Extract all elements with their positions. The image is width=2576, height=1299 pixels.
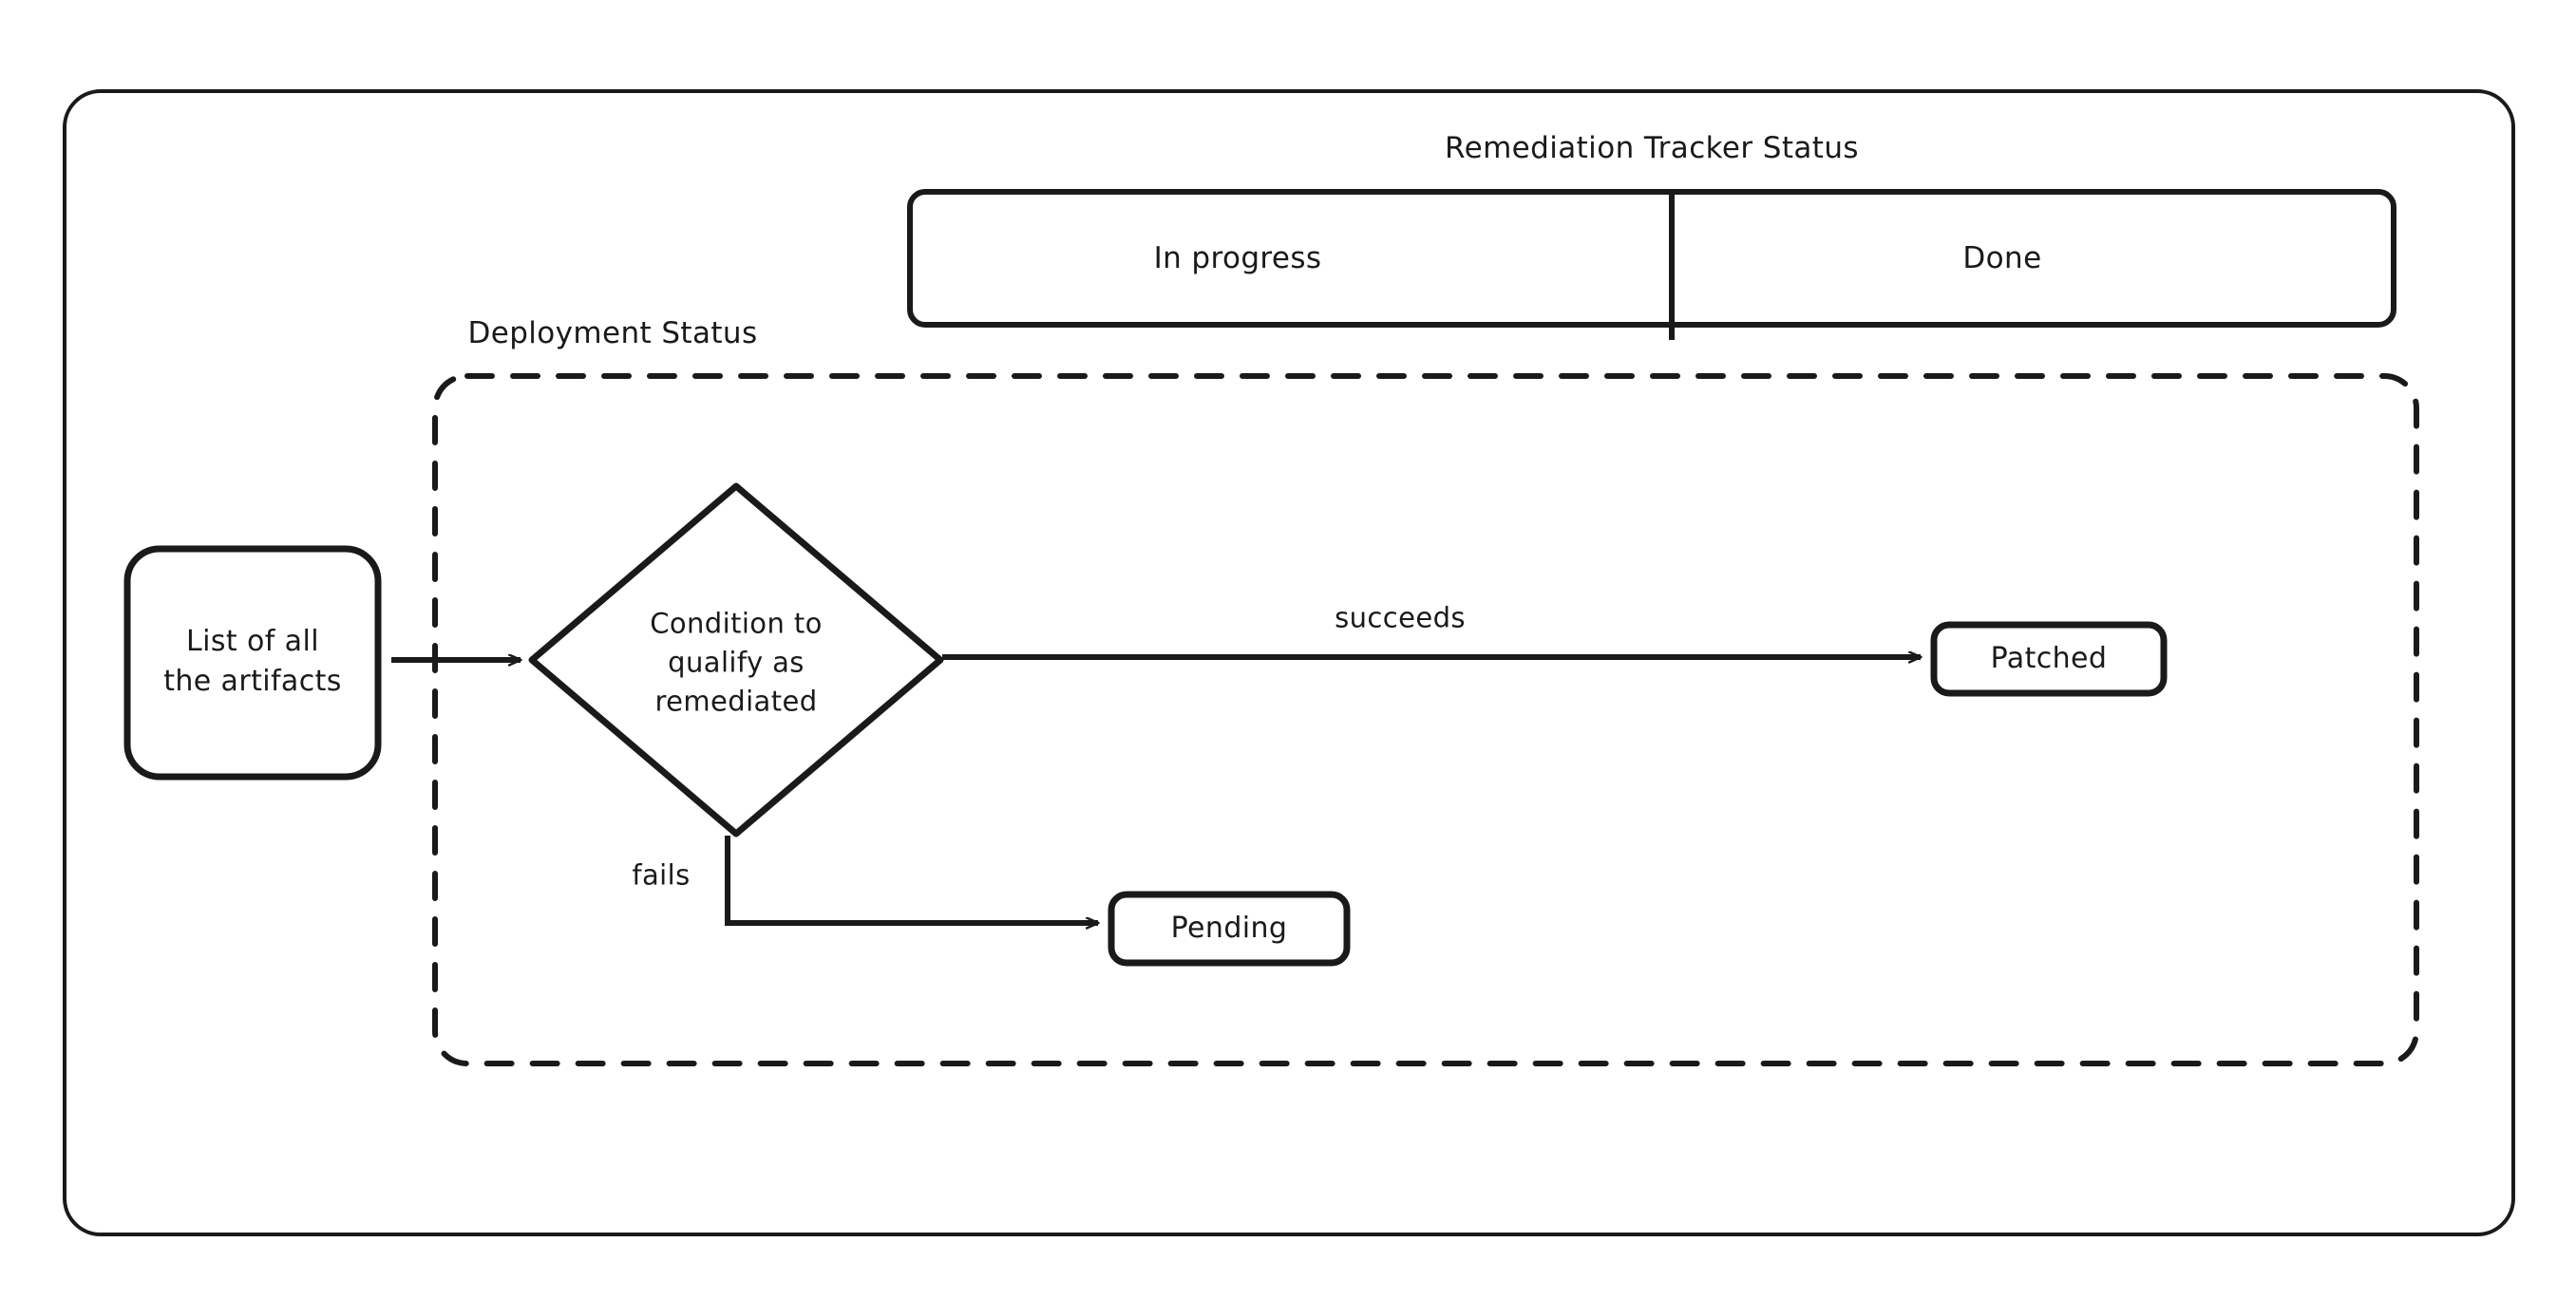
diagram-title: Remediation Tracker Status [1445,131,1859,166]
node-condition-shape[interactable] [528,482,944,838]
node-patched-label: Patched [1990,641,2108,675]
node-pending-label: Pending [1170,911,1288,945]
node-artifacts-label-line1: List of all [186,624,319,658]
deployment-status-group-border [432,373,2419,1066]
edge-label-fails: fails [632,858,691,892]
swimlane-label-in-progress: In progress [1153,241,1322,276]
swimlane-container [907,189,2396,328]
swimlane-label-done: Done [1962,241,2042,276]
node-condition-label-line2: qualify as [668,646,805,679]
edge-label-succeeds: succeeds [1335,601,1466,634]
node-pending-shape[interactable] [1108,891,1351,967]
edge-condition-to-pending [725,836,1098,923]
node-condition-label-line3: remediated [654,685,818,718]
deployment-status-group-label: Deployment Status [467,316,758,351]
node-artifacts-label-line2: the artifacts [163,664,342,698]
node-patched-shape[interactable] [1930,621,2168,697]
node-artifacts-shape[interactable] [123,545,382,781]
node-condition-label-line1: Condition to [650,607,823,640]
